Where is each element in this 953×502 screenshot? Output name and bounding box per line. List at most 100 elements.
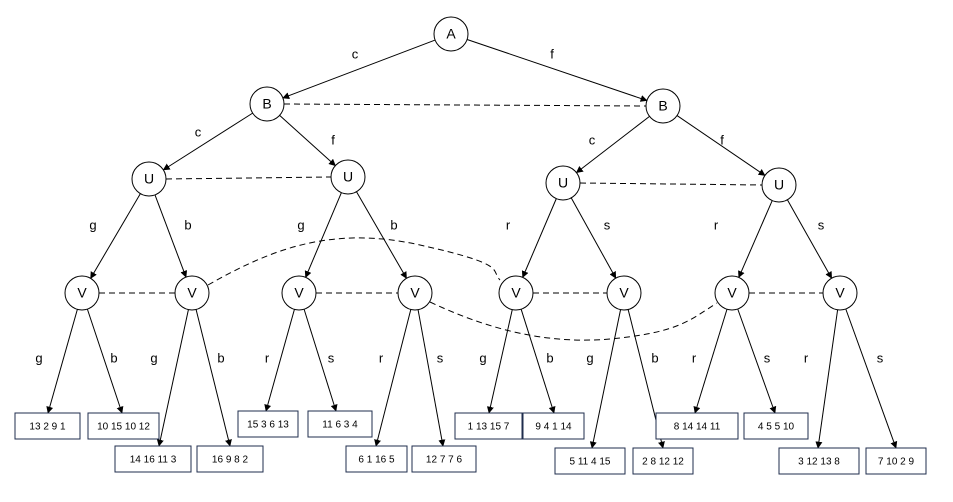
leaf-L10: 9 4 1 14	[522, 412, 585, 440]
edge-B1-U1	[162, 112, 253, 171]
leaf-payoff-L9: 1 13 15 7	[468, 422, 510, 433]
edge-B2-U3	[575, 115, 650, 174]
node-U3: U	[545, 165, 581, 201]
edge-U2-V4	[356, 191, 407, 279]
node-circle-A	[433, 16, 469, 52]
leaf-box-L2	[87, 412, 160, 440]
tree-nodes: A B B U U U U V V V V V V V V	[64, 16, 858, 311]
edge-label-V4_L8: s	[437, 350, 444, 365]
leaf-box-L6	[307, 410, 373, 438]
node-circle-V2	[174, 275, 210, 311]
node-V1: V	[64, 275, 100, 311]
node-label-V8: V	[835, 285, 845, 301]
leaf-L8: 12 7 7 6	[411, 445, 477, 473]
leaf-L14: 4 5 5 10	[743, 412, 809, 440]
leaf-payoff-L10: 9 4 1 14	[535, 422, 572, 433]
edge-label-V3_L5: r	[265, 350, 270, 365]
edge-B1-U2	[279, 115, 336, 167]
node-V3: V	[281, 275, 317, 311]
edge-label-V2_L4: b	[217, 350, 224, 365]
leaf-box-L12	[632, 447, 694, 475]
leaf-box-L11	[554, 447, 626, 475]
leaf-L5: 15 3 6 13	[237, 410, 299, 438]
leaf-payoff-L7: 6 1 16 5	[358, 455, 395, 466]
leaf-payoff-L11: 5 11 4 15	[570, 457, 611, 468]
edge-label-V6_L12: b	[651, 350, 658, 365]
edge-V3-L6	[303, 309, 338, 412]
node-label-V5: V	[511, 285, 521, 301]
node-circle-B1	[249, 86, 285, 122]
info-set-curve-V2-V5	[207, 237, 501, 286]
edge-label-U3_V5: r	[506, 217, 511, 232]
leaf-L9: 1 13 15 7	[454, 412, 523, 440]
node-circle-U1	[131, 161, 167, 197]
edge-V4-L8	[417, 309, 446, 447]
node-label-V7: V	[727, 285, 737, 301]
node-U2: U	[330, 159, 366, 195]
edge-label-V5_L10: b	[546, 350, 553, 365]
edge-U3-V5	[521, 198, 557, 279]
leaf-payoff-L3: 14 16 11 3	[130, 455, 177, 466]
node-label-U1: U	[144, 171, 154, 187]
node-V8: V	[822, 275, 858, 311]
leaf-L3: 14 16 11 3	[114, 445, 192, 473]
node-V6: V	[606, 275, 642, 311]
edge-V3-L5	[264, 309, 295, 412]
edge-label-V3_L6: s	[328, 350, 335, 365]
edge-label-V4_L7: r	[379, 350, 384, 365]
leaf-box-L16	[865, 447, 927, 475]
edge-B2-U4	[676, 115, 766, 176]
leaf-payoff-L16: 7 10 2 9	[878, 457, 915, 468]
node-circle-B2	[645, 88, 681, 124]
edge-label-U4_V7: r	[714, 217, 719, 232]
leaf-L16: 7 10 2 9	[865, 447, 927, 475]
edge-label-V1_L2: b	[110, 350, 117, 365]
edge-label-U1_V1: g	[89, 217, 96, 232]
leaf-L4: 16 9 8 2	[196, 445, 264, 473]
leaf-payoff-L12: 2 8 12 12	[642, 457, 684, 468]
edge-A-B2	[466, 38, 648, 102]
edge-label-B1_U2: f	[331, 132, 335, 147]
info-set-link-B1-B2	[283, 103, 647, 107]
edge-V5-L10	[520, 309, 556, 414]
leaf-payoff-L4: 16 9 8 2	[212, 455, 249, 466]
edge-label-U3_V6: s	[604, 217, 611, 232]
leaf-box-L8	[411, 445, 477, 473]
node-circle-U2	[330, 159, 366, 195]
leaf-L15: 3 12 13 8	[778, 447, 860, 475]
edge-V6-L11	[589, 309, 622, 449]
leaf-L6: 11 6 3 4	[307, 410, 373, 438]
edge-label-V7_L14: s	[764, 350, 771, 365]
node-circle-V4	[397, 275, 433, 311]
edge-V1-L1	[46, 309, 78, 414]
node-label-U3: U	[558, 175, 568, 191]
leaf-payoff-L14: 4 5 5 10	[758, 422, 795, 433]
edge-label-A_B2: f	[550, 46, 554, 61]
node-label-U4: U	[774, 177, 784, 193]
tree-edges	[46, 38, 898, 449]
node-V5: V	[498, 275, 534, 311]
leaf-box-L4	[196, 445, 264, 473]
node-label-B1: B	[262, 96, 271, 112]
node-circle-V1	[64, 275, 100, 311]
node-A: A	[433, 16, 469, 52]
edge-V5-L9	[486, 309, 513, 414]
info-set-link-U1-U2	[165, 176, 332, 180]
node-label-V4: V	[410, 285, 420, 301]
leaf-box-L7	[345, 445, 408, 473]
edge-U3-V6	[570, 197, 617, 279]
leaf-L11: 5 11 4 15	[554, 447, 626, 475]
node-circle-V8	[822, 275, 858, 311]
node-circle-V7	[714, 275, 750, 311]
edge-label-V6_L11: g	[586, 350, 593, 365]
node-B2: B	[645, 88, 681, 124]
node-V7: V	[714, 275, 750, 311]
leaf-box-L5	[237, 410, 299, 438]
node-label-V2: V	[187, 285, 197, 301]
node-label-A: A	[446, 26, 456, 42]
edge-V1-L2	[86, 308, 124, 414]
edge-label-U2_V3: g	[297, 217, 304, 232]
